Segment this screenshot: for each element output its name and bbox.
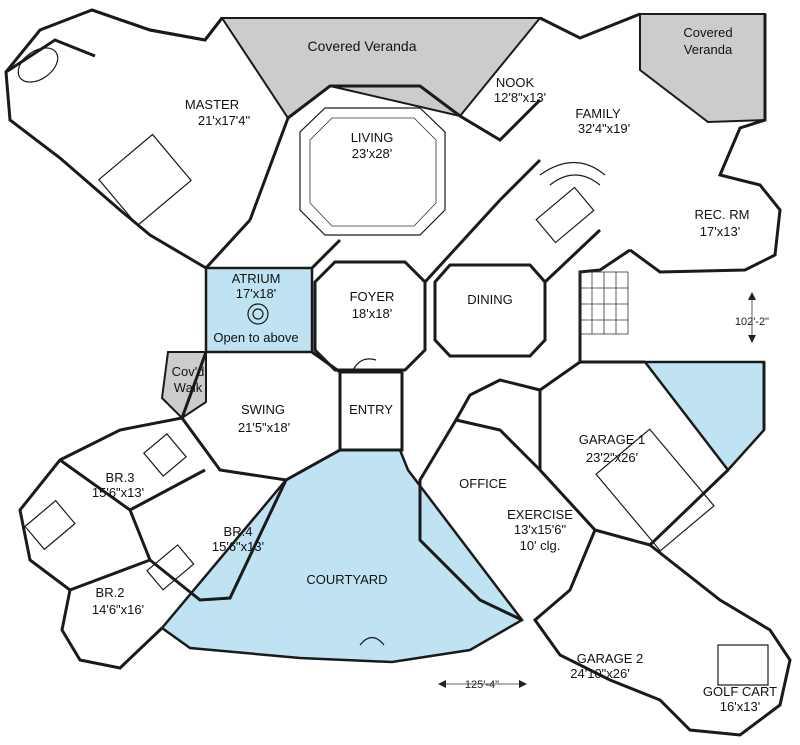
- golf-cart-size: 16'x13': [720, 699, 760, 714]
- garage1-size: 23'2"x26': [586, 450, 638, 465]
- master-name: MASTER: [185, 97, 239, 112]
- exercise-size: 13'x15'6": [514, 522, 567, 537]
- office-name: OFFICE: [459, 476, 507, 491]
- covered-veranda-right-name2: Veranda: [684, 42, 733, 57]
- dimension-right-label: 102'-2": [735, 316, 769, 328]
- covered-veranda-left-name: Covered Veranda: [308, 38, 417, 54]
- garage2-name: GARAGE 2: [577, 651, 643, 666]
- family-name: FAMILY: [575, 106, 621, 121]
- courtyard-name: COURTYARD: [306, 572, 387, 587]
- nook-name: NOOK: [496, 75, 535, 90]
- foyer-size: 18'x18': [352, 306, 392, 321]
- pool-area: [642, 360, 766, 472]
- family-size: 32'4"x19': [578, 121, 630, 136]
- br3-name: BR.3: [106, 470, 135, 485]
- rec-rm-name: REC. RM: [695, 207, 750, 222]
- living-size: 23'x28': [352, 146, 392, 161]
- exercise-name: EXERCISE: [507, 507, 573, 522]
- room-labels: Covered Veranda Covered Veranda MASTER 2…: [92, 25, 777, 714]
- br3-size: 15'6"x13': [92, 485, 144, 500]
- garage1-name: GARAGE 1: [579, 432, 645, 447]
- garage2-size: 24'10"x26': [570, 666, 629, 681]
- dimension-right: 102'-2": [735, 292, 769, 343]
- br4-name: BR.4: [224, 524, 253, 539]
- dimension-bottom-label: 125'-4": [465, 679, 499, 691]
- covd-walk-area: [160, 351, 207, 420]
- br2-name: BR.2: [96, 585, 125, 600]
- master-size: 21'x17'4": [198, 113, 251, 128]
- nook-size: 12'8"x13': [494, 90, 546, 105]
- covered-veranda-right-area: [639, 13, 766, 124]
- entry-name: ENTRY: [349, 402, 393, 417]
- exercise-note: 10' clg.: [520, 538, 561, 553]
- atrium-note: Open to above: [213, 330, 298, 345]
- covd-walk-name: Cov'd: [172, 364, 205, 379]
- br4-size: 15'6"x13': [212, 539, 264, 554]
- swing-name: SWING: [241, 402, 285, 417]
- swing-size: 21'5"x18': [238, 420, 290, 435]
- golf-cart-name: GOLF CART: [703, 684, 777, 699]
- atrium-size: 17'x18': [236, 286, 276, 301]
- foyer-name: FOYER: [350, 289, 395, 304]
- interior-walls: [17, 47, 769, 686]
- courtyard-area: [160, 448, 524, 664]
- atrium-name: ATRIUM: [232, 271, 281, 286]
- covered-veranda-right-name: Covered: [683, 25, 732, 40]
- living-name: LIVING: [351, 130, 394, 145]
- covered-veranda-left-area: [220, 17, 543, 120]
- dining-name: DINING: [467, 292, 513, 307]
- rec-rm-size: 17'x13': [700, 224, 740, 239]
- dimension-bottom: 125'-4": [438, 679, 527, 691]
- covd-walk-name2: Walk: [174, 380, 203, 395]
- exterior-walls: [4, 8, 792, 737]
- br2-size: 14'6"x16': [92, 602, 144, 617]
